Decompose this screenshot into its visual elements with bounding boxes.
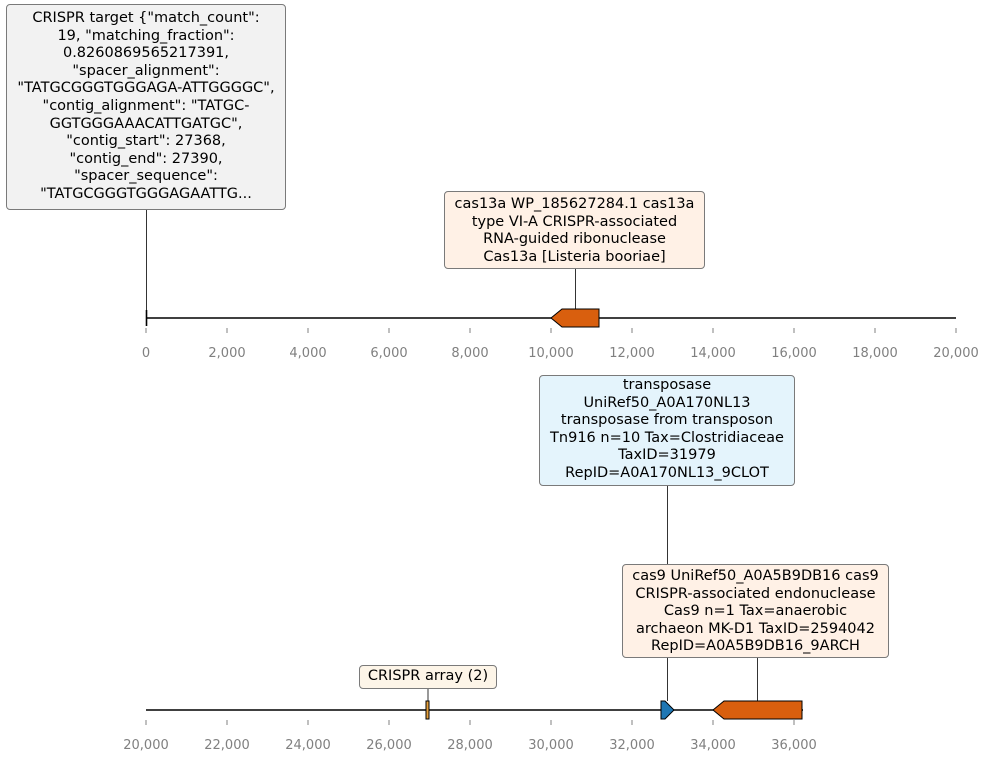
tick-label: 20,000 — [123, 738, 169, 753]
tick-label: 24,000 — [285, 738, 331, 753]
track-2-tick-labels: 20,000 22,000 24,000 26,000 28,000 30,00… — [123, 738, 817, 753]
tick-label: 4,000 — [289, 346, 326, 361]
tick-label: 6,000 — [370, 346, 407, 361]
tick-label: 12,000 — [609, 346, 655, 361]
tick-label: 22,000 — [204, 738, 250, 753]
track-2-ticks — [145, 720, 795, 725]
tick-label: 18,000 — [852, 346, 898, 361]
tick-label: 34,000 — [690, 738, 736, 753]
cas9-label: cas9 UniRef50_A0A5B9DB16 cas9 CRISPR-ass… — [622, 564, 889, 658]
track-2: 20,000 22,000 24,000 26,000 28,000 30,00… — [123, 486, 817, 753]
tick-label: 8,000 — [451, 346, 488, 361]
tick-label: 26,000 — [366, 738, 412, 753]
tick-label: 14,000 — [690, 346, 736, 361]
track-1-tick-labels: 0 2,000 4,000 6,000 8,000 10,000 12,000 … — [142, 346, 979, 361]
tick-label: 16,000 — [771, 346, 817, 361]
tick-label: 2,000 — [208, 346, 245, 361]
track-1: 0 2,000 4,000 6,000 8,000 10,000 12,000 … — [142, 210, 979, 361]
cas13a-label: cas13a WP_185627284.1 cas13a type VI-A C… — [444, 191, 705, 269]
transposase-gene-arrow[interactable] — [660, 700, 675, 720]
tick-label: 32,000 — [609, 738, 655, 753]
tick-label: 0 — [142, 346, 150, 361]
crispr-array-mark[interactable] — [425, 700, 430, 720]
crispr-array-label: CRISPR array (2) — [359, 665, 497, 689]
tick-label: 10,000 — [528, 346, 574, 361]
tick-label: 28,000 — [447, 738, 493, 753]
crispr-target-label: CRISPR target {"match_count": 19, "match… — [6, 4, 286, 210]
cas13a-gene-arrow[interactable] — [550, 308, 600, 328]
track-1-ticks — [145, 328, 957, 333]
transposase-label: transposase UniRef50_A0A170NL13 transpos… — [539, 375, 795, 486]
tick-label: 36,000 — [771, 738, 817, 753]
tick-label: 30,000 — [528, 738, 574, 753]
cas9-gene-arrow[interactable] — [712, 700, 803, 720]
tick-label: 20,000 — [933, 346, 979, 361]
